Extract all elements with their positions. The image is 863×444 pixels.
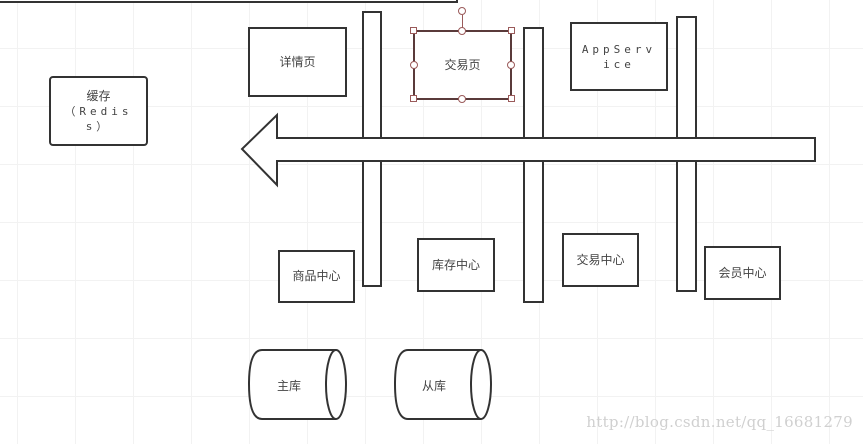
rotate-handle[interactable] bbox=[458, 7, 466, 15]
trade-center-box[interactable]: 交易中心 bbox=[562, 233, 639, 287]
slave-db-label: 从库 bbox=[421, 378, 446, 393]
resize-handle-ne[interactable] bbox=[508, 27, 515, 34]
master-db-label: 主库 bbox=[276, 378, 301, 393]
resize-handle-n[interactable] bbox=[458, 27, 466, 35]
slave-db-cylinder[interactable] bbox=[393, 349, 492, 420]
top-offscreen-box[interactable] bbox=[0, 0, 458, 3]
resize-handle-sw[interactable] bbox=[410, 95, 417, 102]
product-center-label: 商品中心 bbox=[292, 269, 341, 283]
detail-page-box[interactable]: 详情页 bbox=[248, 27, 347, 97]
master-db-cylinder[interactable] bbox=[247, 349, 347, 420]
inventory-center-box[interactable]: 库存中心 bbox=[417, 238, 495, 292]
member-center-box[interactable]: 会员中心 bbox=[704, 246, 781, 300]
app-service-box[interactable]: AppServ ice bbox=[570, 22, 668, 91]
member-center-label: 会员中心 bbox=[718, 265, 767, 280]
resize-handle-s[interactable] bbox=[458, 95, 466, 103]
inventory-center-label: 库存中心 bbox=[431, 257, 480, 272]
cache-label: 缓存 bbox=[86, 88, 111, 103]
app-service-label-2: ice bbox=[603, 57, 635, 71]
resize-handle-w[interactable] bbox=[410, 61, 418, 69]
cache-redis-box[interactable]: 缓存 （Redis s） bbox=[49, 76, 148, 146]
watermark-text: http://blog.csdn.net/qq_16681279 bbox=[586, 413, 853, 431]
trade-center-label: 交易中心 bbox=[576, 252, 625, 267]
app-service-label-1: AppServ bbox=[581, 42, 657, 56]
resize-handle-nw[interactable] bbox=[410, 27, 417, 34]
product-center-box[interactable]: 商品中心 bbox=[278, 250, 355, 303]
rotate-handle-line bbox=[462, 15, 463, 31]
cache-label-redis-tail: s） bbox=[85, 119, 112, 133]
trade-page-label: 交易页 bbox=[444, 57, 481, 72]
cache-label-redis: （Redis bbox=[64, 104, 133, 118]
resize-handle-se[interactable] bbox=[508, 95, 515, 102]
vertical-bar-2[interactable] bbox=[523, 27, 544, 303]
detail-page-label: 详情页 bbox=[279, 54, 316, 69]
resize-handle-e[interactable] bbox=[507, 61, 515, 69]
